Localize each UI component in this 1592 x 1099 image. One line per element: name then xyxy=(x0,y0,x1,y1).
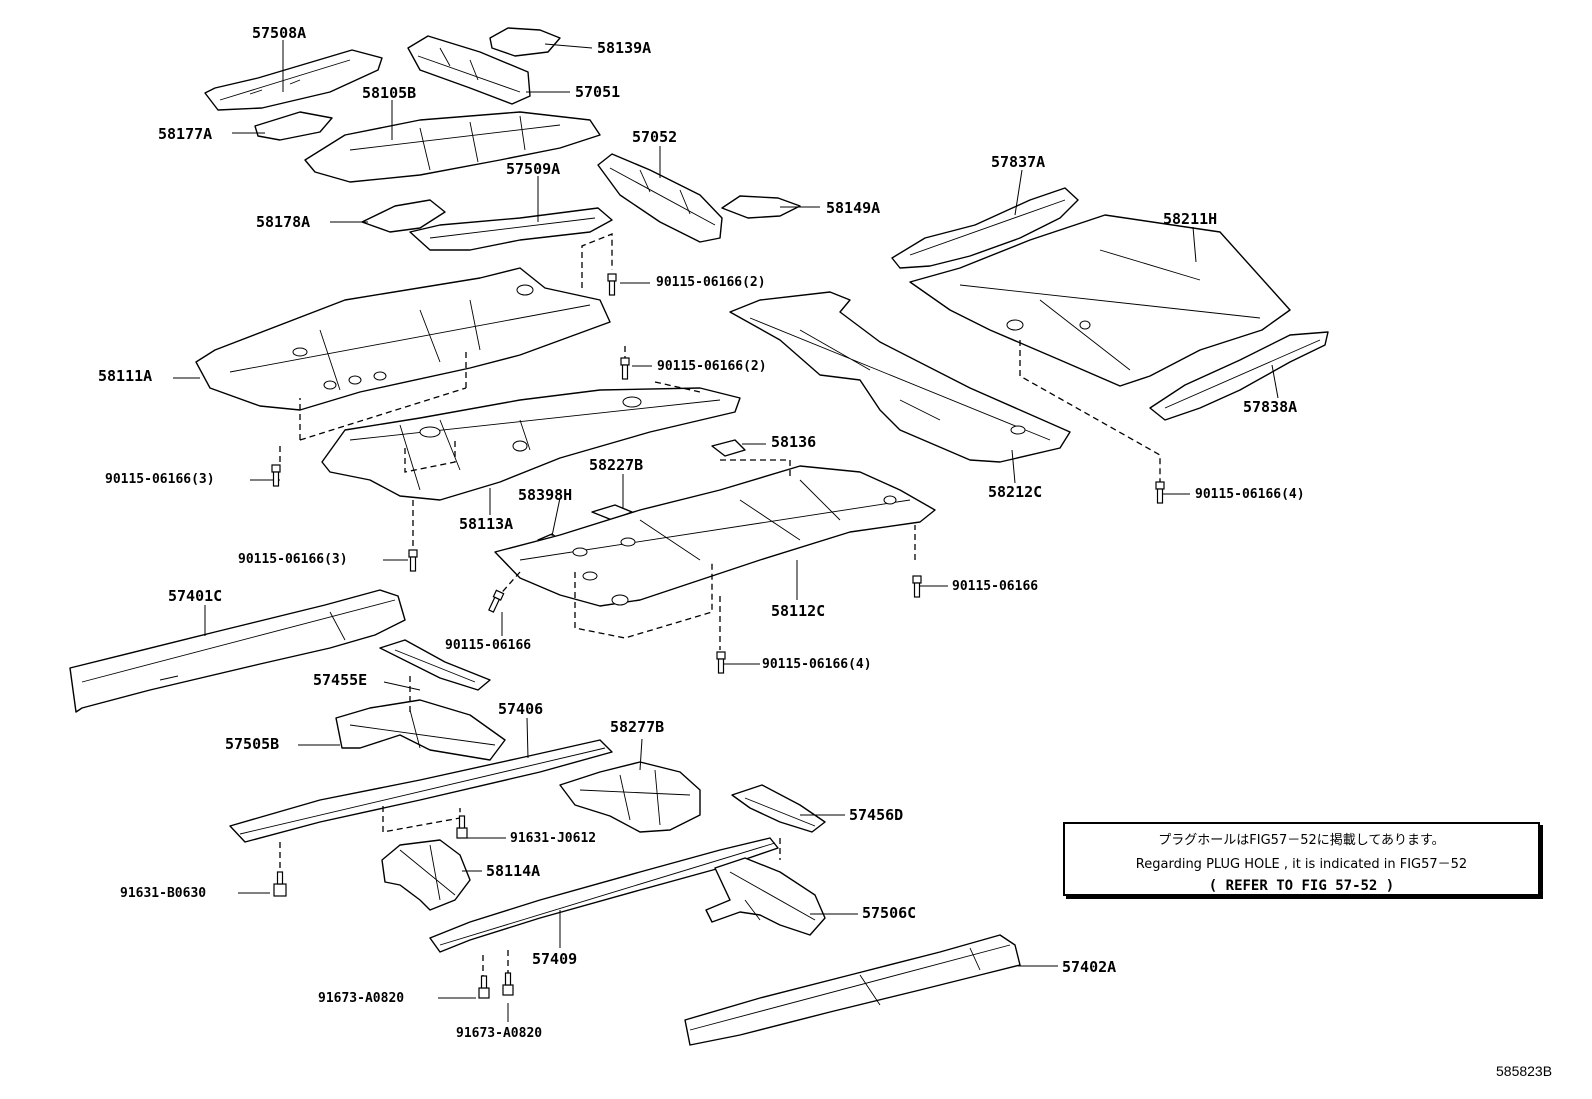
label-58212C[interactable]: 58212C xyxy=(988,483,1043,501)
label-58177A[interactable]: 58177A xyxy=(158,125,213,143)
part-58149A-shape[interactable] xyxy=(721,195,801,219)
figure-id: 585823B xyxy=(1496,1063,1553,1079)
label-57509A[interactable]: 57509A xyxy=(506,160,561,178)
label-57505B[interactable]: 57505B xyxy=(225,735,280,753)
part-58177A-shape[interactable] xyxy=(254,111,333,141)
part-58114A-shape[interactable] xyxy=(381,839,471,911)
label-fastener-91673-A0820-b[interactable]: 91673-A0820 xyxy=(456,1026,543,1041)
label-58178A[interactable]: 58178A xyxy=(256,213,311,231)
part-58105B-shape[interactable] xyxy=(304,111,601,183)
part-57508A-shape[interactable] xyxy=(204,49,383,111)
label-58114A[interactable]: 58114A xyxy=(486,862,541,880)
label-57508A[interactable]: 57508A xyxy=(252,24,307,42)
part-57506C-shape[interactable] xyxy=(705,857,826,936)
label-57051[interactable]: 57051 xyxy=(575,83,621,101)
label-58105B[interactable]: 58105B xyxy=(362,84,417,102)
part-58211H-shape[interactable] xyxy=(909,214,1291,387)
part-58111A-shape[interactable] xyxy=(195,267,611,411)
label-fastener-90115-06166-b[interactable]: 90115-06166 xyxy=(445,638,532,653)
label-58277B[interactable]: 58277B xyxy=(610,718,665,736)
label-fastener-90115-06166-2-b[interactable]: 90115-06166(2) xyxy=(657,359,767,374)
part-57402A-shape[interactable] xyxy=(684,934,1021,1046)
note-refer-link[interactable]: ( REFER TO FIG 57-52 ) xyxy=(1208,878,1395,894)
part-57838A-shape[interactable] xyxy=(1149,331,1329,421)
part-58277B-shape[interactable] xyxy=(559,761,701,833)
part-57401C-shape[interactable] xyxy=(69,589,406,713)
label-fastener-90115-06166-4-a[interactable]: 90115-06166(4) xyxy=(1195,487,1305,502)
label-fastener-90115-06166-3-b[interactable]: 90115-06166(3) xyxy=(238,552,348,567)
label-fastener-90115-06166-3-a[interactable]: 90115-06166(3) xyxy=(105,472,215,487)
label-58149A[interactable]: 58149A xyxy=(826,199,881,217)
part-57051-shape[interactable] xyxy=(407,35,531,105)
part-57505B-shape[interactable] xyxy=(335,699,506,761)
label-57456D[interactable]: 57456D xyxy=(849,806,904,824)
label-57506C[interactable]: 57506C xyxy=(862,904,917,922)
part-57455E-shape[interactable] xyxy=(379,639,491,691)
label-57406[interactable]: 57406 xyxy=(498,700,544,718)
label-58139A[interactable]: 58139A xyxy=(597,39,652,57)
note-line-japanese: プラグホールはFIG57－52に掲載してあります。 xyxy=(1158,833,1445,848)
plug-hole-note-box: プラグホールはFIG57－52に掲載してあります。 Regarding PLUG… xyxy=(1063,822,1540,896)
part-58113A-shape[interactable] xyxy=(321,387,741,501)
label-57401C[interactable]: 57401C xyxy=(168,587,223,605)
label-fastener-91673-A0820-a[interactable]: 91673-A0820 xyxy=(318,991,405,1006)
alignment-dashes xyxy=(279,233,1161,985)
label-58227B[interactable]: 58227B xyxy=(589,456,644,474)
label-58398H[interactable]: 58398H xyxy=(518,486,573,504)
part-57456D-shape[interactable] xyxy=(731,784,826,833)
bolts xyxy=(271,273,1165,999)
label-fastener-91631-B0630[interactable]: 91631-B0630 xyxy=(120,886,207,901)
part-57409-shape[interactable] xyxy=(429,837,779,953)
part-58139A-shape[interactable] xyxy=(489,27,561,57)
part-58178A-shape[interactable] xyxy=(361,199,446,233)
label-fastener-90115-06166-4-b[interactable]: 90115-06166(4) xyxy=(762,657,872,672)
label-57402A[interactable]: 57402A xyxy=(1062,958,1117,976)
label-fastener-90115-06166-a[interactable]: 90115-06166 xyxy=(952,579,1039,594)
label-58211H[interactable]: 58211H xyxy=(1163,210,1218,228)
note-line-english: Regarding PLUG HOLE , it is indicated in… xyxy=(1135,857,1468,872)
part-57509A-shape[interactable] xyxy=(409,207,613,251)
label-57409[interactable]: 57409 xyxy=(532,950,578,968)
part-57837A-shape[interactable] xyxy=(891,187,1079,269)
label-57838A[interactable]: 57838A xyxy=(1243,398,1298,416)
label-58136[interactable]: 58136 xyxy=(771,433,817,451)
part-58212C-shape[interactable] xyxy=(729,291,1071,463)
part-57052-shape[interactable] xyxy=(597,153,723,243)
part-58136-shape[interactable] xyxy=(711,439,746,457)
label-fastener-90115-06166-2-a[interactable]: 90115-06166(2) xyxy=(656,275,766,290)
label-57052[interactable]: 57052 xyxy=(632,128,678,146)
part-58112C-shape[interactable] xyxy=(494,465,936,607)
label-58113A[interactable]: 58113A xyxy=(459,515,514,533)
part-57406-shape[interactable] xyxy=(229,739,613,843)
label-57837A[interactable]: 57837A xyxy=(991,153,1046,171)
label-fastener-91631-J0612[interactable]: 91631-J0612 xyxy=(510,831,597,846)
label-58111A[interactable]: 58111A xyxy=(98,367,153,385)
label-58112C[interactable]: 58112C xyxy=(771,602,826,620)
label-57455E[interactable]: 57455E xyxy=(313,671,368,689)
